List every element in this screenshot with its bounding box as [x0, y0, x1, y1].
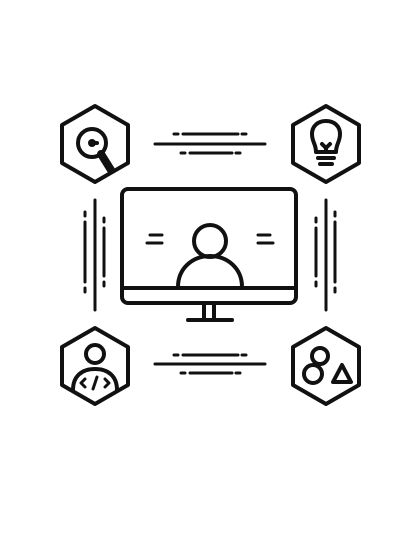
user-avatar-icon — [176, 223, 244, 289]
hexagon-frame — [60, 104, 130, 184]
connector-right — [314, 198, 337, 312]
developer-code-icon — [71, 343, 119, 392]
hex-magnifier — [60, 104, 130, 184]
shapes-icon — [302, 346, 353, 385]
magnifier-icon — [76, 127, 115, 174]
connector-top — [153, 132, 267, 155]
lightbulb-icon — [310, 119, 342, 166]
hex-developer — [60, 326, 130, 406]
hex-lightbulb — [291, 104, 361, 184]
hexagon-frame — [60, 326, 130, 406]
hex-shapes — [291, 326, 361, 406]
audio-lines-right — [256, 233, 275, 245]
audio-lines-left — [145, 233, 164, 245]
hexagon-frame — [291, 326, 361, 406]
connector-bottom — [153, 353, 267, 375]
hexagon-frame — [291, 104, 361, 184]
monitor-icon — [120, 187, 298, 322]
connector-left — [83, 198, 106, 312]
